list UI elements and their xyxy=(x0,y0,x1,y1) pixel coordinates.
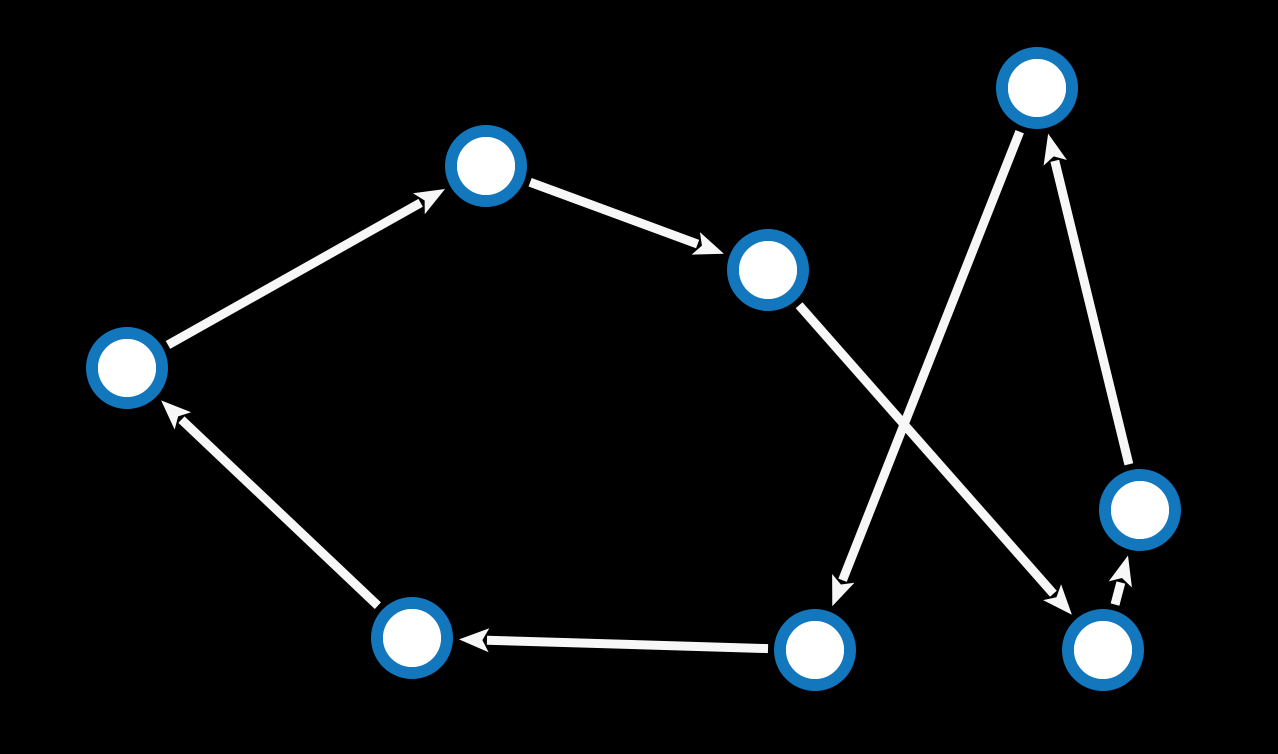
node-layer xyxy=(86,47,1181,691)
edge-top-right-to-bottom-middle-shaft xyxy=(838,130,1024,582)
edge-bottom-right-to-mid-right[interactable] xyxy=(1108,555,1132,606)
edge-bottom-left-to-left-arrowhead-icon xyxy=(161,400,192,430)
edge-top-left-to-top-middle[interactable] xyxy=(528,178,724,255)
node-bottom-right[interactable] xyxy=(1062,609,1144,691)
node-top-right-core xyxy=(1008,59,1066,117)
edge-top-middle-to-bottom-right-shaft xyxy=(795,302,1057,597)
edge-top-middle-to-bottom-right-arrowhead-icon xyxy=(1043,584,1072,615)
node-bottom-right-core xyxy=(1074,621,1132,679)
edge-bottom-right-to-mid-right-arrowhead-icon xyxy=(1108,555,1132,588)
edge-left-to-top-left[interactable] xyxy=(165,189,446,349)
edge-left-to-top-left-arrowhead-icon xyxy=(413,189,446,215)
node-left[interactable] xyxy=(86,327,168,409)
edge-bottom-middle-to-bottom-left[interactable] xyxy=(458,628,769,654)
edge-layer xyxy=(161,130,1134,654)
edge-mid-right-to-top-right-shaft xyxy=(1050,159,1134,466)
node-left-core xyxy=(98,339,156,397)
node-bottom-left-core xyxy=(383,609,441,667)
edge-mid-right-to-top-right-arrowhead-icon xyxy=(1043,133,1067,166)
edge-top-left-to-top-middle-shaft xyxy=(528,178,700,249)
node-mid-right[interactable] xyxy=(1099,469,1181,551)
edge-bottom-middle-to-bottom-left-shaft xyxy=(486,635,769,654)
node-top-middle[interactable] xyxy=(727,229,809,311)
edge-left-to-top-left-shaft xyxy=(165,198,423,349)
edge-top-middle-to-bottom-right[interactable] xyxy=(795,302,1072,615)
node-top-left-core xyxy=(457,137,515,195)
edge-bottom-left-to-left[interactable] xyxy=(161,400,381,609)
edge-top-right-to-bottom-middle-arrowhead-icon xyxy=(832,573,855,607)
edge-top-left-to-top-middle-arrowhead-icon xyxy=(691,232,724,255)
edge-bottom-right-to-mid-right-shaft xyxy=(1110,581,1126,606)
edge-bottom-left-to-left-shaft xyxy=(178,416,381,609)
node-bottom-middle-core xyxy=(786,621,844,679)
edge-top-right-to-bottom-middle[interactable] xyxy=(832,130,1024,607)
node-bottom-middle[interactable] xyxy=(774,609,856,691)
edge-mid-right-to-top-right[interactable] xyxy=(1043,133,1134,466)
node-top-right[interactable] xyxy=(996,47,1078,129)
edge-bottom-middle-to-bottom-left-arrowhead-icon xyxy=(458,628,490,653)
node-top-middle-core xyxy=(739,241,797,299)
node-top-left[interactable] xyxy=(445,125,527,207)
node-mid-right-core xyxy=(1111,481,1169,539)
node-bottom-left[interactable] xyxy=(371,597,453,679)
